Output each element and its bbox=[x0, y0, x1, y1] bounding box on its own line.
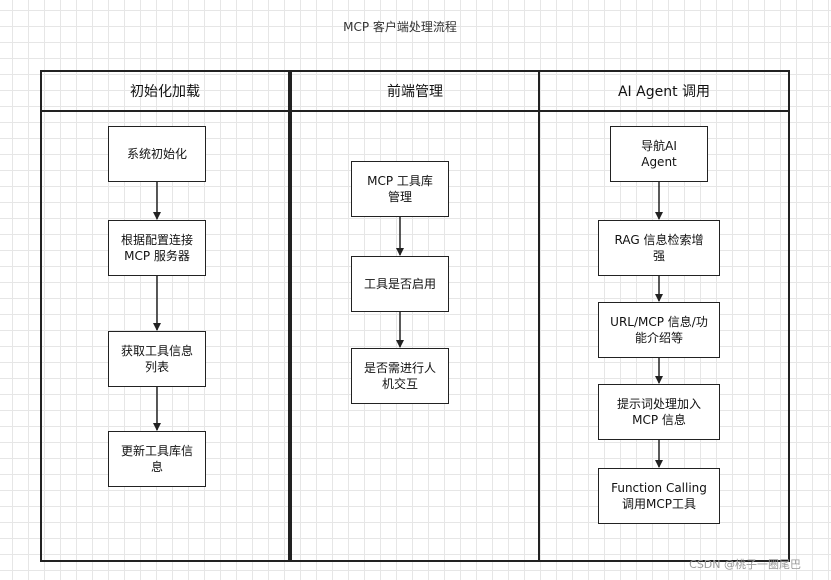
swimlane-header: 初始化加载 bbox=[42, 72, 288, 112]
process-step[interactable]: 系统初始化 bbox=[108, 126, 206, 182]
process-step[interactable]: 获取工具信息列表 bbox=[108, 331, 206, 387]
process-step[interactable]: RAG 信息检索增强 bbox=[598, 220, 720, 276]
swimlane-ai-agent-call: AI Agent 调用 bbox=[538, 70, 790, 562]
swimlane-frontend-management: 前端管理 bbox=[288, 70, 540, 562]
process-step[interactable]: 提示词处理加入MCP 信息 bbox=[598, 384, 720, 440]
process-step[interactable]: 更新工具库信息 bbox=[108, 431, 206, 487]
watermark: CSDN @桃子一圈尾巴 bbox=[689, 558, 801, 571]
process-step[interactable]: Function Calling 调用MCP工具 bbox=[598, 468, 720, 524]
swimlane-header: AI Agent 调用 bbox=[540, 72, 788, 112]
process-step[interactable]: 工具是否启用 bbox=[351, 256, 449, 312]
process-step[interactable]: MCP 工具库管理 bbox=[351, 161, 449, 217]
process-step[interactable]: 导航AI Agent bbox=[610, 126, 708, 182]
process-step[interactable]: 是否需进行人机交互 bbox=[351, 348, 449, 404]
process-step[interactable]: 根据配置连接MCP 服务器 bbox=[108, 220, 206, 276]
diagram-title: MCP 客户端处理流程 bbox=[343, 20, 457, 34]
process-step[interactable]: URL/MCP 信息/功能介绍等 bbox=[598, 302, 720, 358]
swimlane-header: 前端管理 bbox=[292, 72, 538, 112]
